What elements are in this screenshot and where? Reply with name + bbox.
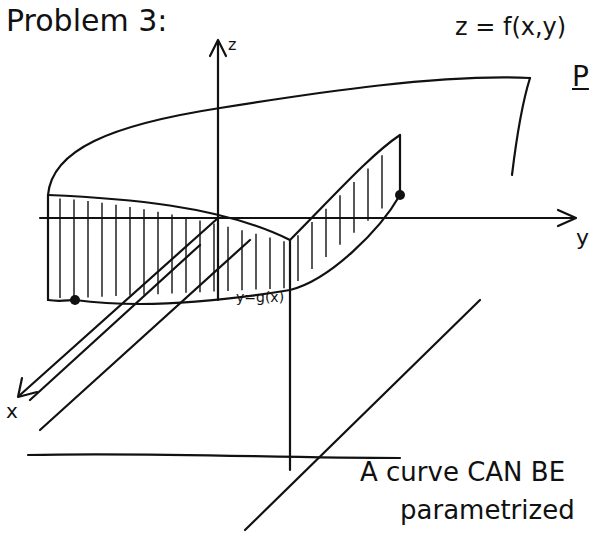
hatch-line xyxy=(115,205,116,296)
y-arrowhead xyxy=(558,210,576,226)
cut-off-note: P xyxy=(572,62,589,93)
base-curve xyxy=(48,195,400,304)
hatch-line xyxy=(59,198,60,298)
grid-line xyxy=(28,454,400,458)
hatch-line xyxy=(297,235,298,281)
hatch-line xyxy=(185,217,186,292)
end-dot xyxy=(395,190,405,200)
hatch-line xyxy=(227,227,228,291)
front-top-edge xyxy=(48,135,400,240)
hatch-line xyxy=(269,238,270,289)
hatch-line xyxy=(73,200,74,298)
hatch-line xyxy=(367,169,368,221)
hatch-line xyxy=(157,212,158,294)
hatch-line xyxy=(353,182,354,233)
z-arrowhead xyxy=(210,40,226,56)
hatch-line xyxy=(199,220,200,292)
end-dot xyxy=(70,295,80,305)
surface-edge xyxy=(512,78,530,175)
surface-edge xyxy=(47,195,49,300)
hatch-line xyxy=(171,215,172,294)
z-axis xyxy=(217,42,219,300)
axis-label: z xyxy=(228,36,236,54)
hatch-line xyxy=(213,224,214,292)
y-axis xyxy=(40,217,574,219)
hatch-line xyxy=(283,241,284,288)
function-label: z = f(x,y) xyxy=(455,14,566,40)
hatch-line xyxy=(101,203,102,297)
x-arrowhead xyxy=(18,378,37,397)
hatch-line xyxy=(311,222,312,269)
axis-label: x xyxy=(6,400,18,422)
note-text: parametrized xyxy=(400,496,575,525)
back-top-edge xyxy=(48,77,530,195)
hatch-line xyxy=(143,209,144,295)
note-text: A curve CAN BE xyxy=(360,458,565,487)
grid-line xyxy=(40,240,250,430)
hatch-line xyxy=(241,230,242,290)
hatch-line xyxy=(381,155,382,208)
surface-edge xyxy=(399,135,401,195)
hatch-line xyxy=(325,209,326,257)
hatch-line xyxy=(339,195,340,245)
x-axis xyxy=(20,218,218,395)
curve-label: y=g(x) xyxy=(236,290,284,305)
grid-line xyxy=(30,245,200,400)
hatch-line xyxy=(129,207,130,296)
hatch-line xyxy=(87,201,88,297)
hatch-line xyxy=(255,234,256,290)
problem-heading: Problem 3: xyxy=(6,4,167,37)
axis-label: y xyxy=(576,226,589,250)
vertical-line xyxy=(289,240,291,470)
